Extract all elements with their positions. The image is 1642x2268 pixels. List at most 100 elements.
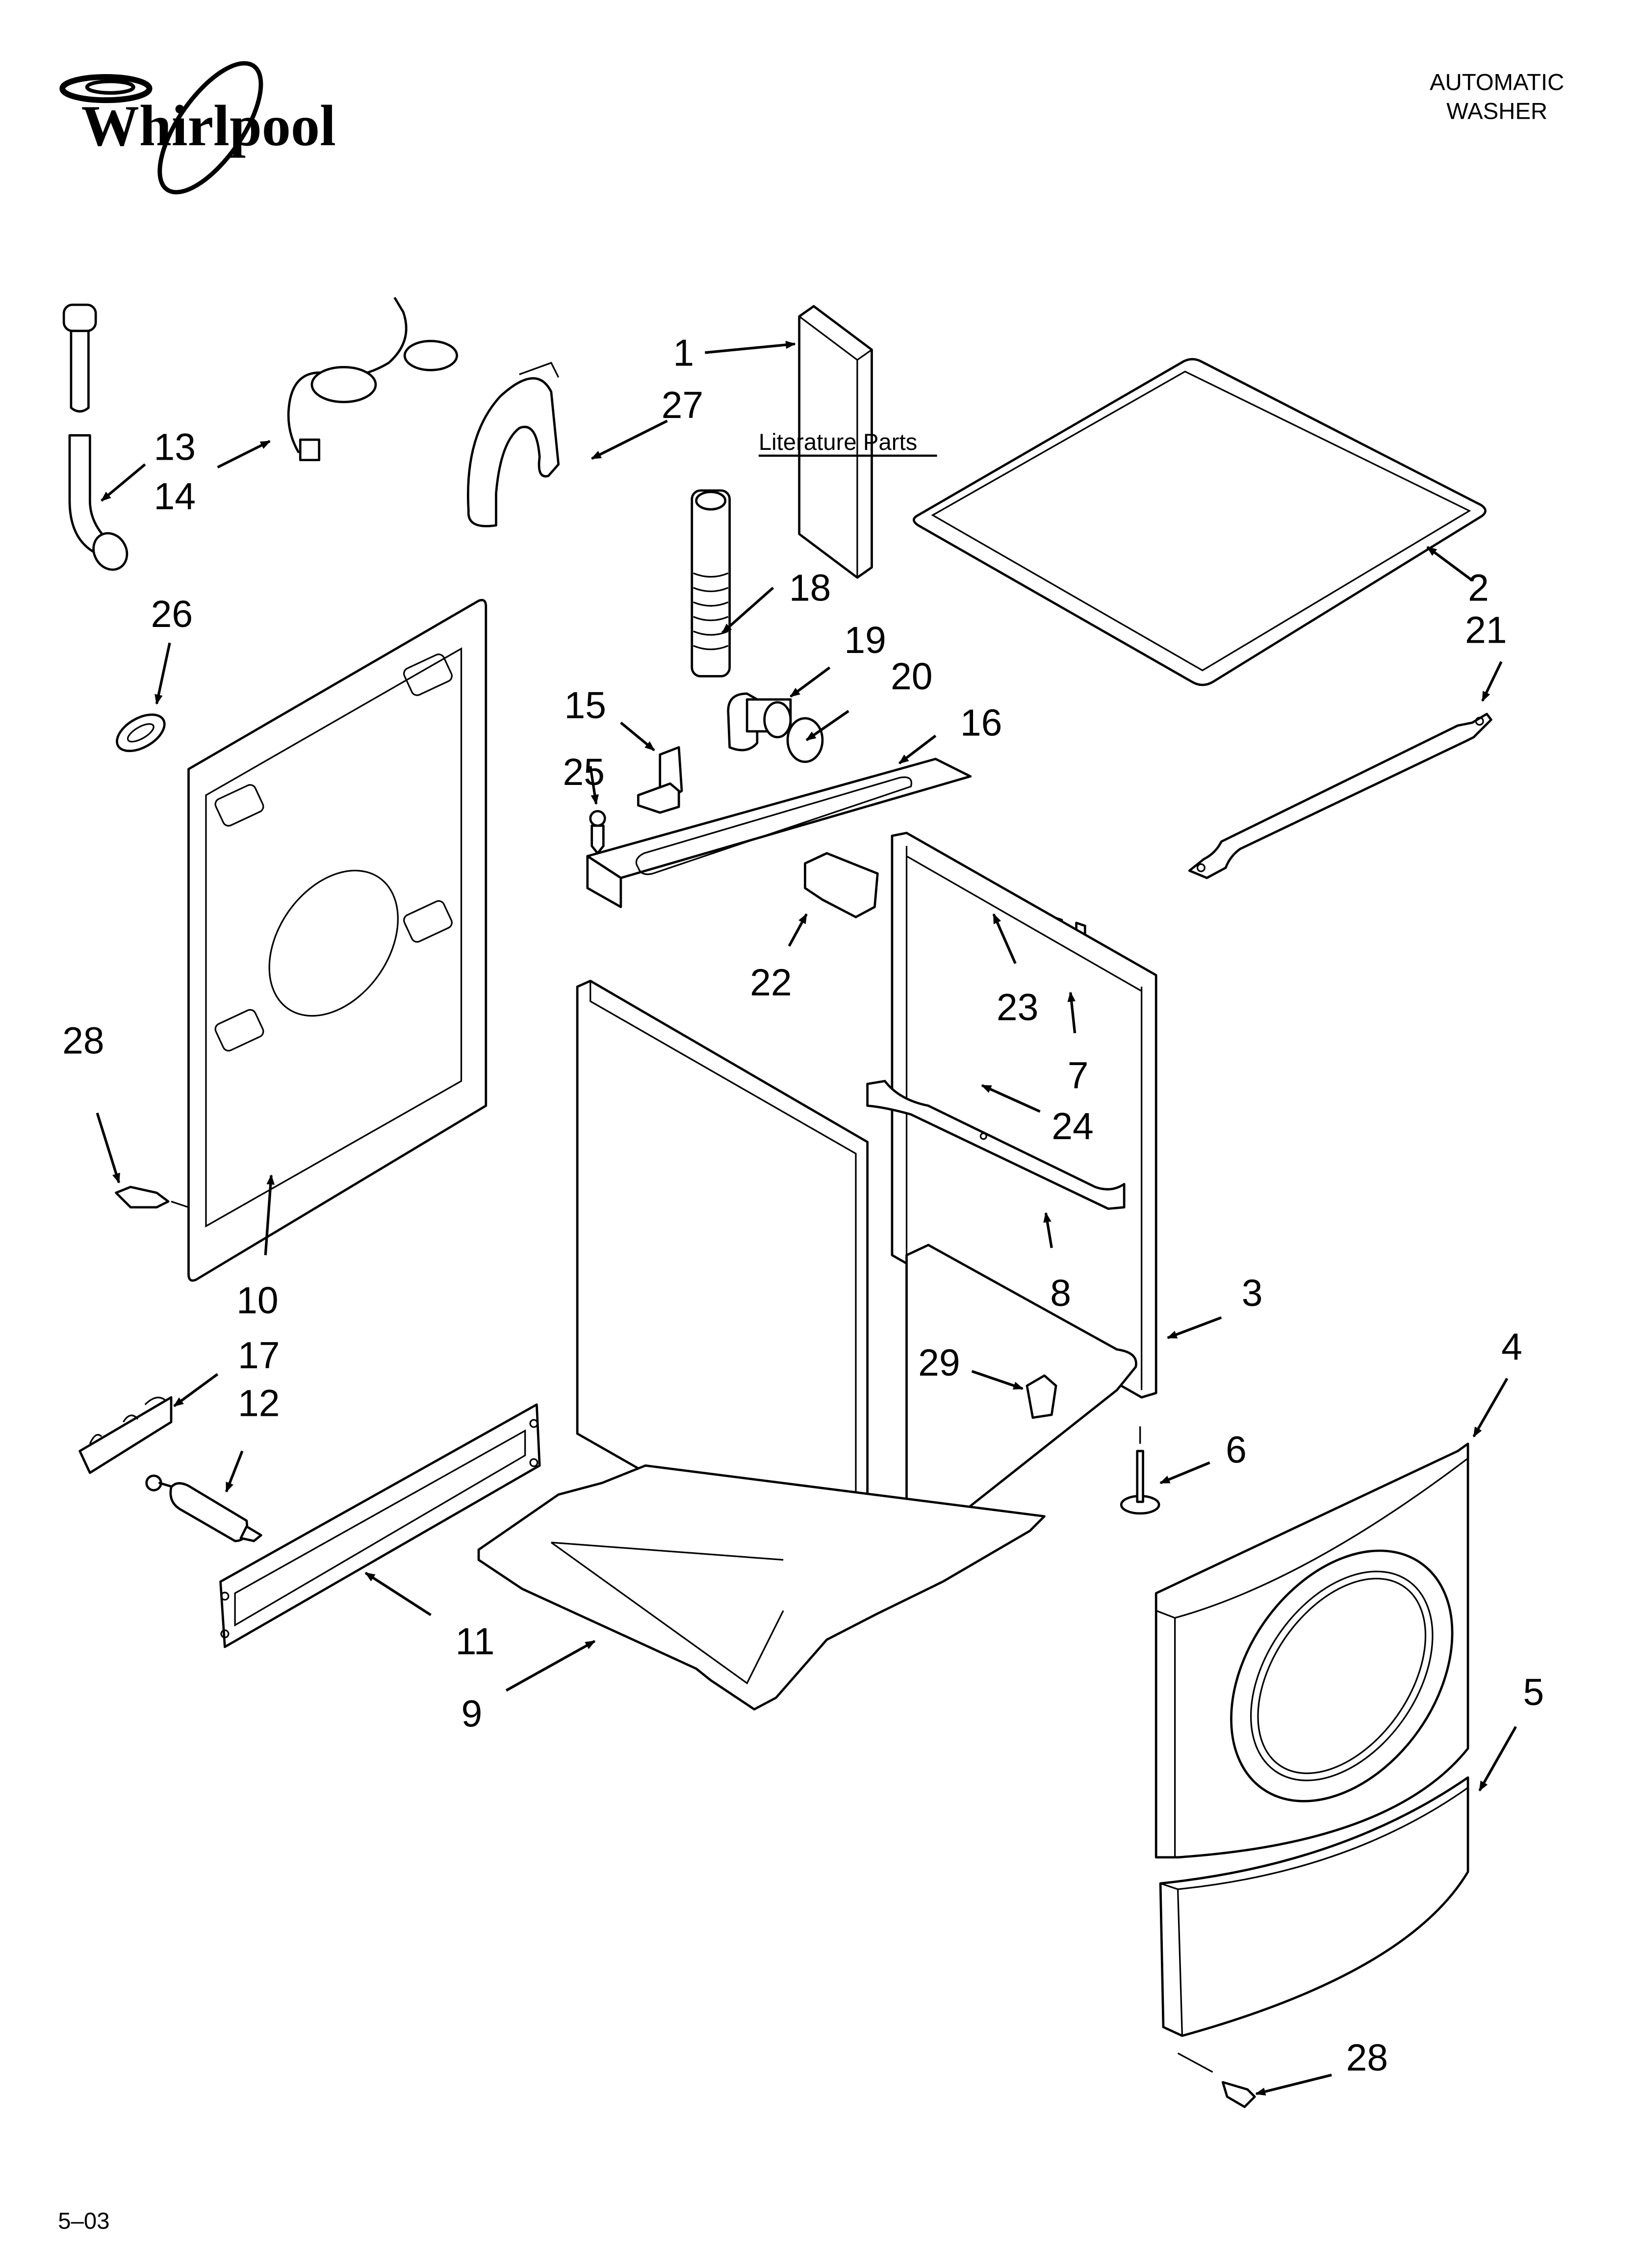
callout-1: 1 [673, 332, 694, 374]
arrow-28b [1255, 2073, 1332, 2096]
header-title-line1: AUTOMATIC [1430, 70, 1564, 96]
callout-10: 10 [236, 1279, 279, 1322]
swirl-inner [85, 79, 135, 95]
inlet-hose [62, 303, 128, 571]
cabinet-side-panel [576, 980, 869, 1600]
cross-brace [866, 1080, 1126, 1210]
drain-elbow [727, 692, 792, 752]
arrow-16 [898, 734, 937, 764]
arrow-27 [590, 419, 668, 460]
front-panel [1155, 1442, 1469, 1859]
callout-16: 16 [960, 702, 1002, 744]
arrow-19 [790, 666, 831, 698]
callout-5: 5 [1523, 1671, 1544, 1713]
callout-13: 13 [154, 426, 196, 469]
callout-20: 20 [891, 655, 933, 698]
callout-27: 27 [662, 384, 704, 426]
callout-12: 12 [238, 1382, 280, 1425]
top-rail [586, 757, 972, 909]
arrow-8 [1043, 1212, 1053, 1249]
bracket [637, 746, 683, 814]
literature-part [798, 305, 873, 579]
door-lock-switch [804, 852, 879, 918]
callout-6: 6 [1226, 1429, 1247, 1471]
leveling-leg [1120, 1426, 1160, 1515]
arrow-12 [225, 1450, 244, 1493]
callout-28-front: 28 [1346, 2037, 1388, 2079]
callout-2: 2 [1468, 567, 1489, 609]
header-title-line2: WASHER [1446, 99, 1547, 125]
grommet [116, 713, 166, 753]
callout-18: 18 [789, 567, 831, 609]
callout-19: 19 [844, 619, 886, 661]
arrow-10 [264, 1174, 275, 1255]
arrow-1 [705, 340, 796, 354]
base-rail [219, 1403, 541, 1648]
callout-7: 7 [1068, 1054, 1089, 1096]
top-panel [912, 358, 1487, 686]
callout-22: 22 [750, 962, 792, 1004]
arrow-17 [173, 1373, 219, 1408]
arrow-3 [1166, 1316, 1222, 1339]
arrow-6 [1159, 1461, 1210, 1485]
callout-29: 29 [918, 1342, 960, 1384]
arrow-24 [981, 1084, 1041, 1113]
arrow-5 [1478, 1726, 1517, 1792]
screw-25 [589, 810, 606, 855]
arrow-11 [364, 1571, 432, 1616]
arrow-2 [1426, 546, 1473, 582]
power-cord [287, 297, 459, 462]
callout-26: 26 [151, 593, 193, 635]
arrow-15 [620, 721, 655, 752]
callout-4: 4 [1501, 1326, 1522, 1368]
arrow-22 [788, 913, 808, 947]
arrow-18 [721, 586, 774, 634]
arrow-26 [154, 642, 171, 705]
callout-21: 21 [1465, 609, 1507, 651]
arrow-13 [101, 463, 146, 502]
screw-28-front [1177, 2052, 1256, 2108]
callout-labels: 1 2 3 4 5 6 7 8 9 10 11 12 13 14 15 16 1… [62, 332, 1544, 2079]
top-brace [1188, 712, 1492, 879]
arrow-25 [589, 766, 599, 805]
arrow-20 [805, 710, 849, 741]
hose-clamp [786, 717, 824, 763]
callout-15: 15 [564, 684, 607, 727]
callout-3: 3 [1242, 1272, 1263, 1314]
arrow-23 [992, 913, 1017, 965]
hose-guide [466, 362, 560, 527]
arrow-4 [1472, 1378, 1509, 1437]
callout-24: 24 [1052, 1105, 1094, 1147]
arrow-29 [971, 1370, 1024, 1390]
callout-17: 17 [238, 1334, 280, 1377]
arrow-28a [96, 1112, 121, 1184]
rear-panel [187, 599, 487, 1282]
callout-8: 8 [1050, 1272, 1071, 1314]
whirlpool-logo: Whirlpool [59, 61, 336, 195]
clip-strip [78, 1396, 173, 1474]
arrow-9 [505, 1640, 596, 1692]
callout-14: 14 [154, 475, 196, 518]
callout-25: 25 [563, 751, 605, 793]
callout-arrows [96, 340, 1517, 2096]
arrow-21 [1481, 661, 1503, 702]
cabinet-frame [891, 832, 1157, 1521]
brand-name: Whirlpool [81, 94, 336, 158]
literature-parts-label: Literature Parts [759, 429, 917, 455]
callout-23: 23 [997, 986, 1039, 1028]
lower-toe-panel [1159, 1776, 1469, 2037]
revision-code: 5–03 [58, 2208, 109, 2234]
logo-oval [157, 61, 263, 195]
drain-hose [691, 489, 731, 678]
screw-28-rear [115, 1186, 189, 1209]
arrow-14 [217, 440, 271, 469]
swirl-icon [59, 74, 153, 104]
callout-11: 11 [456, 1620, 495, 1663]
clip-29 [1026, 1374, 1057, 1419]
callout-28-rear: 28 [62, 1019, 104, 1062]
arrow-7 [1067, 991, 1077, 1034]
spacer-bolt [145, 1474, 262, 1542]
base-pad [477, 1464, 1046, 1711]
callout-9: 9 [462, 1693, 483, 1735]
